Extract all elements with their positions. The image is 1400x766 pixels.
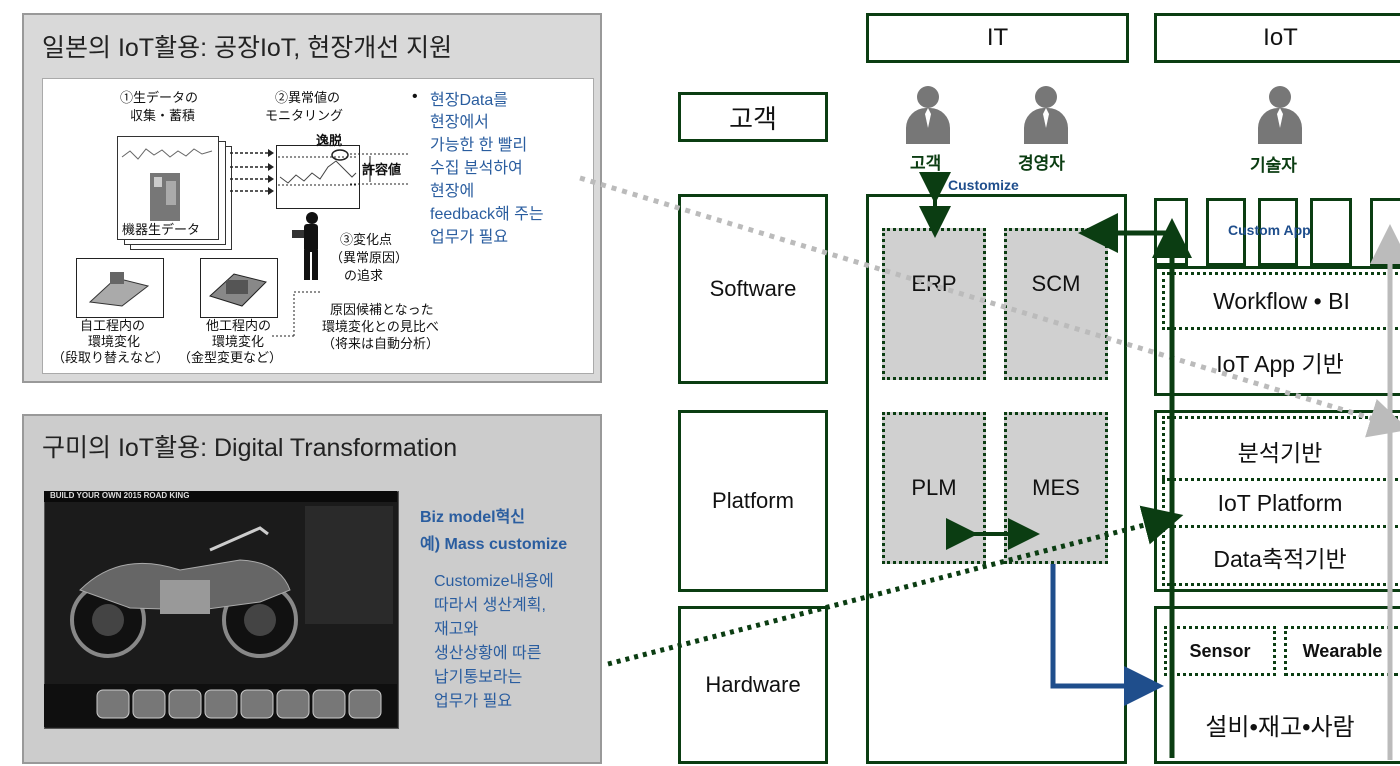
step3-label-line2: （異常原因） bbox=[330, 250, 409, 265]
step3-label-line1: ③変化点 bbox=[340, 232, 393, 247]
machine-data-label: 機器生データ bbox=[122, 222, 201, 238]
own-process-machine-icon bbox=[88, 272, 150, 307]
customize-label: Customize bbox=[948, 177, 1019, 193]
it-column-header: IT bbox=[866, 13, 1129, 63]
us-panel-title: 구미의 IoT활용: Digital Transformation bbox=[42, 434, 458, 462]
equipment-inventory-people: 설비•재고•사람 bbox=[1205, 713, 1355, 741]
other-process-line1: 他工程内の bbox=[206, 318, 272, 333]
biz-model-line1: Biz model혁신 bbox=[420, 509, 526, 526]
layer-hardware: Hardware bbox=[678, 606, 828, 764]
other-process-line2: 環境変化 bbox=[212, 334, 265, 349]
iot-platform-box: IoT Platform bbox=[1162, 478, 1398, 528]
japan-note-line3: 가능한 한 빨리 bbox=[430, 137, 528, 154]
iot-app-base-box: IoT App 기반 bbox=[1216, 351, 1344, 377]
configurator-header-text: BUILD YOUR OWN 2015 ROAD KING bbox=[50, 491, 190, 500]
plm-box: PLM bbox=[882, 412, 986, 564]
step2-label-line1: ②異常値の bbox=[275, 90, 341, 105]
wearable-box: Wearable bbox=[1284, 626, 1398, 676]
iot-platform-layer bbox=[1154, 410, 1400, 592]
japan-note-bullet: • bbox=[412, 88, 418, 105]
custom-app-label: Custom App bbox=[1228, 222, 1311, 238]
comparison-dotted-link bbox=[272, 291, 320, 337]
japan-note-line4: 수집 분석하여 bbox=[430, 160, 523, 177]
workflow-bi-box: Workflow • BI bbox=[1162, 272, 1398, 330]
other-process-line3: （金型変更など） bbox=[178, 350, 283, 365]
us-note-line6: 업무가 필요 bbox=[434, 693, 513, 710]
layer-platform: Platform bbox=[678, 410, 828, 592]
data-flow-arrows bbox=[230, 149, 274, 195]
engineer-person-label: 기술자 bbox=[1250, 156, 1297, 175]
sensor-box: Sensor bbox=[1164, 626, 1276, 676]
custom-app-tab-1 bbox=[1154, 198, 1188, 266]
raw-data-chart-icon bbox=[121, 148, 213, 221]
step1-label-line1: ①生データの bbox=[120, 90, 199, 105]
motorcycle-icon bbox=[70, 526, 298, 658]
monitoring-chart-line bbox=[278, 149, 358, 186]
configurator-summary-panel bbox=[305, 506, 393, 624]
tolerance-label: 許容値 bbox=[362, 162, 402, 177]
japan-note-line7: 업무가 필요 bbox=[430, 229, 509, 246]
japan-note-line5: 현장에 bbox=[430, 183, 475, 200]
us-note-line5: 납기통보라는 bbox=[434, 669, 523, 686]
us-note-line3: 재고와 bbox=[434, 621, 479, 638]
custom-app-tab-4 bbox=[1310, 198, 1352, 266]
step1-label-line2: 収集・蓄積 bbox=[130, 108, 196, 123]
iot-column-header: IoT bbox=[1154, 13, 1400, 63]
step3-label-line3: の追求 bbox=[344, 268, 384, 283]
manager-person-icon bbox=[1024, 86, 1068, 146]
color-swatches bbox=[96, 689, 382, 719]
customer-person-label: 고객 bbox=[910, 154, 942, 173]
custom-app-tab-5 bbox=[1370, 198, 1400, 266]
own-process-line2: 環境変化 bbox=[88, 334, 141, 349]
us-note-line1: Customize내용에 bbox=[434, 573, 554, 590]
layer-customer: 고객 bbox=[678, 92, 828, 142]
tolerance-arrows bbox=[350, 153, 408, 185]
japan-note-line2: 현장에서 bbox=[430, 114, 489, 131]
japan-note-line6: feedback해 주는 bbox=[430, 206, 544, 223]
analysis-base-box: 분석기반 bbox=[1237, 440, 1323, 466]
cause-line1: 原因候補となった bbox=[330, 302, 434, 317]
own-process-line1: 自工程内の bbox=[80, 318, 146, 333]
japan-note-line1: 현장Data를 bbox=[430, 92, 508, 109]
manager-person-label: 경영자 bbox=[1018, 154, 1065, 173]
data-store-box: Data축적기반 bbox=[1213, 546, 1347, 572]
customer-person-icon bbox=[906, 86, 950, 146]
other-process-machine-icon bbox=[209, 273, 267, 307]
engineer-person-icon bbox=[1258, 86, 1302, 146]
mes-box: MES bbox=[1004, 412, 1108, 564]
us-note-line2: 따라서 생산계획, bbox=[434, 597, 546, 614]
deviation-label: 逸脱 bbox=[316, 133, 343, 148]
configurator-header-bar bbox=[44, 491, 397, 502]
scm-box: SCM bbox=[1004, 228, 1108, 380]
us-note-line4: 생산상황에 따른 bbox=[434, 645, 542, 662]
layer-software: Software bbox=[678, 194, 828, 384]
erp-box: ERP bbox=[882, 228, 986, 380]
iot-hardware-layer bbox=[1154, 606, 1400, 764]
step2-label-line2: モニタリング bbox=[265, 108, 344, 123]
cause-line3: （将来は自動分析） bbox=[322, 336, 440, 351]
biz-model-line2: 예) Mass customize bbox=[420, 536, 568, 553]
japan-panel-title: 일본의 IoT활용: 공장IoT, 현장개선 지원 bbox=[42, 34, 453, 62]
worker-icon bbox=[292, 212, 318, 280]
own-process-line3: （段取り替えなど） bbox=[52, 350, 170, 365]
cause-line2: 環境変化との見比べ bbox=[322, 319, 439, 334]
